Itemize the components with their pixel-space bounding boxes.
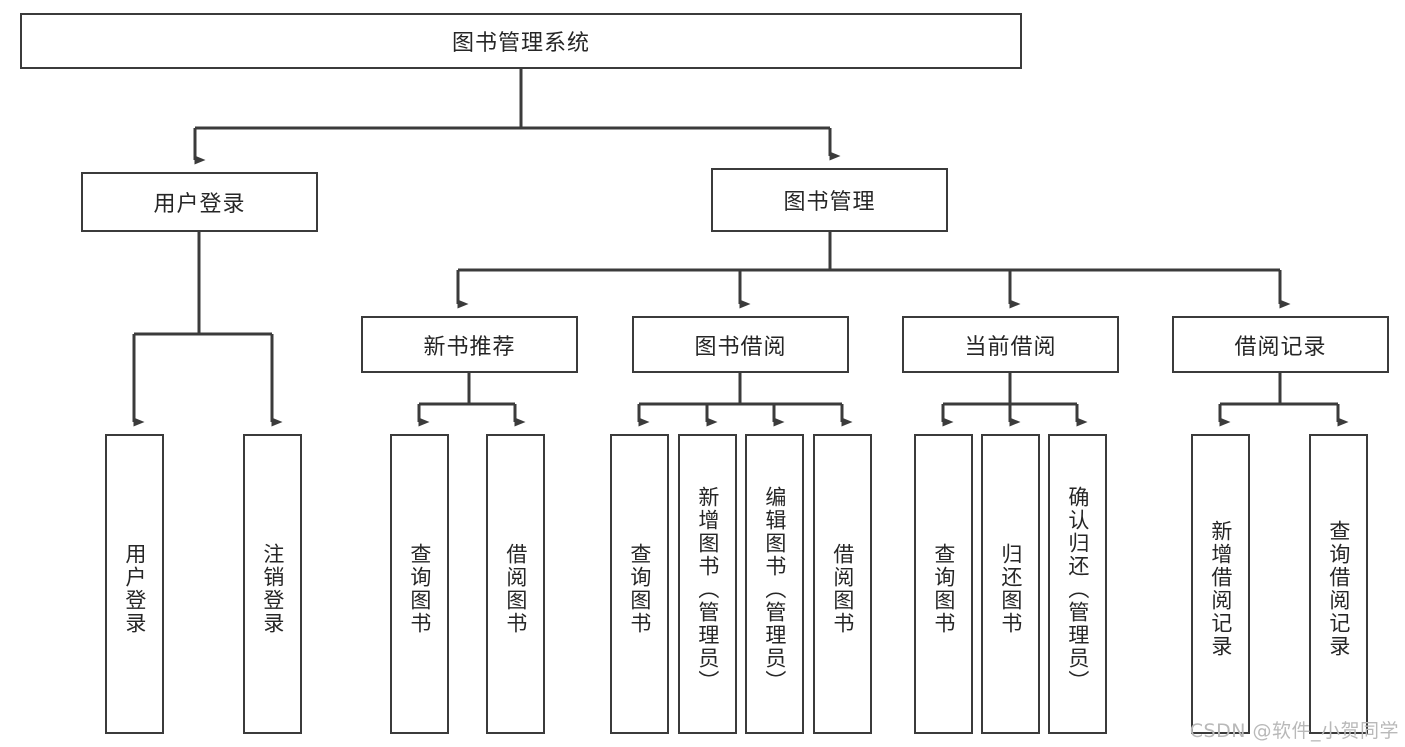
leaf-label: 查询图书	[931, 543, 956, 635]
leaf-label: 查询图书	[627, 543, 652, 635]
node-root[interactable]: 图书管理系统	[20, 13, 1022, 69]
node-new-book-recommend-label: 新书推荐	[423, 334, 516, 360]
node-user-login[interactable]: 用户登录	[81, 172, 318, 232]
leaf-current-borrow-query[interactable]: 查询图书	[914, 434, 973, 734]
watermark: CSDN @软件_小贺同学	[1189, 720, 1399, 742]
node-book-management[interactable]: 图书管理	[711, 168, 948, 232]
leaf-borrow-record-query[interactable]: 查询借阅记录	[1309, 434, 1368, 734]
leaf-book-borrow-query[interactable]: 查询图书	[610, 434, 669, 734]
node-borrow-record[interactable]: 借阅记录	[1172, 316, 1389, 373]
node-borrow-record-label: 借阅记录	[1234, 334, 1327, 360]
leaf-label: 新增借阅记录	[1208, 520, 1233, 658]
leaf-label: 确认归还（管理员）	[1065, 485, 1090, 693]
node-current-borrow-label: 当前借阅	[964, 334, 1057, 360]
leaf-current-borrow-return[interactable]: 归还图书	[981, 434, 1040, 734]
leaf-new-book-borrow[interactable]: 借阅图书	[486, 434, 545, 734]
leaf-book-borrow-borrow[interactable]: 借阅图书	[813, 434, 872, 734]
leaf-borrow-record-add[interactable]: 新增借阅记录	[1191, 434, 1250, 734]
leaf-user-login-logout[interactable]: 注销登录	[243, 434, 302, 734]
node-user-login-label: 用户登录	[153, 192, 246, 217]
leaf-label: 查询借阅记录	[1326, 520, 1351, 658]
leaf-label: 查询图书	[407, 543, 432, 635]
node-current-borrow[interactable]: 当前借阅	[902, 316, 1119, 373]
leaf-label: 编辑图书（管理员）	[762, 485, 787, 693]
leaf-new-book-query[interactable]: 查询图书	[390, 434, 449, 734]
leaf-label: 借阅图书	[503, 543, 528, 635]
leaf-current-borrow-confirm[interactable]: 确认归还（管理员）	[1048, 434, 1107, 734]
leaf-label: 注销登录	[260, 543, 285, 635]
leaf-label: 新增图书（管理员）	[695, 485, 720, 693]
leaf-label: 用户登录	[122, 543, 147, 635]
leaf-book-borrow-add[interactable]: 新增图书（管理员）	[678, 434, 737, 734]
leaf-label: 归还图书	[998, 543, 1023, 635]
leaf-book-borrow-edit[interactable]: 编辑图书（管理员）	[745, 434, 804, 734]
node-book-borrow-label: 图书借阅	[694, 334, 787, 360]
node-new-book-recommend[interactable]: 新书推荐	[361, 316, 578, 373]
node-root-label: 图书管理系统	[451, 31, 590, 56]
node-book-management-label: 图书管理	[783, 190, 876, 215]
leaf-label: 借阅图书	[830, 543, 855, 635]
leaf-user-login-login[interactable]: 用户登录	[105, 434, 164, 734]
node-book-borrow[interactable]: 图书借阅	[632, 316, 849, 373]
